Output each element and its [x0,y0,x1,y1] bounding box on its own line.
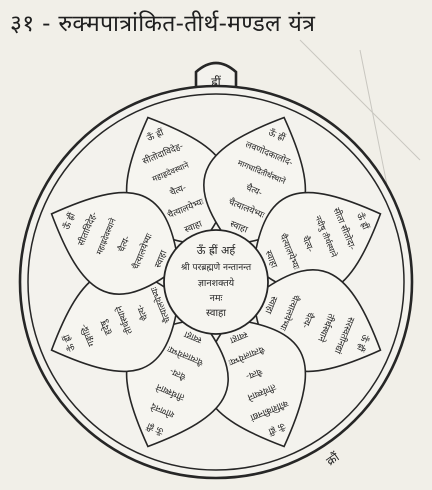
center-text-line: स्वाहा [206,308,226,319]
center-circle [163,229,269,335]
top-knob-text: ह्रीं [211,75,221,89]
center-text: ऊँ ह्रीं अर्ह श्री परब्रह्मणे नन्तानन्त ज्… [181,244,252,319]
petal-3: ऊँ ह्रींसीता सीतोदा-नदीषु तीर्थस्थानेचैत… [253,191,382,295]
petal-shape [50,191,179,295]
corner-mark: क्रौं [324,449,343,468]
petal-group: ऊँ ह्रींसीतोदाविदेह-महाह्रदेवस्थानेचैत्य… [50,116,382,448]
top-knob [194,61,238,94]
petal-8: ऊँ ह्रींसीताविदेह-महाह्रदेवस्थानेचैत्य-च… [50,191,179,295]
center-text-line: ऊँ ह्रीं अर्ह [197,244,237,257]
inner-circle [27,93,405,471]
center-text-line: नमः [210,293,224,304]
page-title: ३१ - रुक्मपात्रांकित-तीर्थ-मण्डल यंत्र [10,11,316,37]
center-text-line: ज्ञानशक्तये [198,277,235,289]
petal-5: ऊँ ह्रींकौशिकीनद्यांतीर्थस्थानेचैत्य-चैत… [203,319,307,448]
center-text-line: श्री परब्रह्मणे नन्तानन्त [181,261,252,273]
